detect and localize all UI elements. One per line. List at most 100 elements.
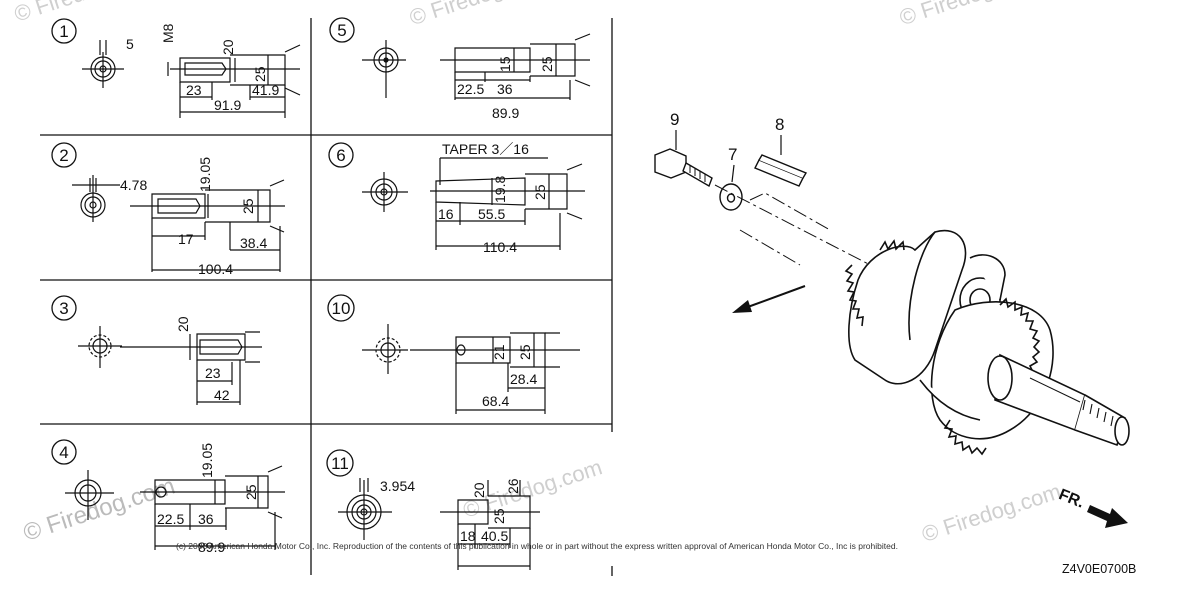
- panel-number: 5: [337, 21, 346, 40]
- panel-number-circle: [328, 142, 354, 168]
- watermark-top-right: © Firedog.com: [896, 0, 1041, 30]
- part-ref-9: 9: [670, 110, 679, 129]
- dim-label: 25: [240, 198, 256, 214]
- dim-label: 26: [505, 478, 521, 494]
- dim-label: M8: [160, 23, 176, 43]
- dim-label: 20: [175, 316, 191, 332]
- shaft-side-view: [120, 331, 262, 405]
- shaft-end-view: [82, 40, 124, 88]
- panel-number-circle: [329, 17, 355, 43]
- direction-arrow: [732, 285, 806, 313]
- dim-label: 25: [539, 56, 555, 72]
- dim-label: 23: [186, 82, 202, 98]
- watermark-top-left: © Firedog.com: [11, 0, 156, 27]
- panel-4: 4 19.05 25 22.5 36 89.9: [51, 439, 285, 555]
- panel-1: 1 5 M8 20 25 23 41.9 91.9: [51, 18, 301, 118]
- dim-label: 20: [471, 482, 487, 498]
- copyright-notice: (c) 2008 American Honda Motor Co., Inc. …: [176, 541, 898, 551]
- part-ref-7: 7: [728, 145, 737, 164]
- spline-end-view: [78, 326, 122, 368]
- diagram-code: Z4V0E0700B: [1062, 562, 1137, 576]
- dim-label: 25: [243, 484, 259, 500]
- dim-label: 100.4: [198, 261, 233, 277]
- watermark-right: © Firedog.com: [919, 478, 1064, 546]
- panel-number-circle: [326, 449, 354, 477]
- panel-number: 2: [59, 146, 68, 165]
- panel-number: 11: [331, 454, 349, 473]
- dim-label: 20: [220, 39, 236, 55]
- panel-2: 2 4.78 19.05 25 17 38.4 100.4: [51, 142, 285, 277]
- front-arrow: FR.: [1056, 486, 1128, 528]
- panel-5: 5 15 25 22.5 36 89.9: [329, 17, 591, 121]
- dim-label: 22.5: [157, 511, 184, 527]
- dim-label: 25: [517, 344, 533, 360]
- dim-label: 4.78: [120, 177, 147, 193]
- dim-label: 19.8: [492, 176, 508, 203]
- dim-label: 55.5: [478, 206, 505, 222]
- dim-label: 25: [532, 184, 548, 200]
- panel-number-circle: [51, 295, 77, 321]
- panel-number: 10: [332, 299, 351, 318]
- key-part: [754, 154, 808, 187]
- shaft-end-view: [65, 470, 114, 520]
- panel-number-circle: [51, 142, 77, 168]
- dim-label: 22.5: [457, 81, 484, 97]
- dim-label: 18: [460, 528, 476, 544]
- spline-end-view: [362, 324, 408, 374]
- dim-label: 40.5: [481, 528, 508, 544]
- panel-number: 1: [59, 22, 68, 41]
- dim-label: 5: [126, 36, 134, 52]
- dim-label: 25: [491, 508, 507, 524]
- dim-label: 110.4: [483, 239, 517, 255]
- shaft-side-view: [410, 332, 580, 414]
- shaft-side-view: [130, 179, 285, 272]
- panel-number-circle: [51, 18, 77, 44]
- panel-number: 3: [59, 299, 68, 318]
- dim-label: 42: [214, 387, 230, 403]
- shaft-end-view: [362, 40, 406, 98]
- taper-label: TAPER 3／16: [442, 141, 529, 157]
- dim-label: 91.9: [214, 97, 241, 113]
- dim-label: 28.4: [510, 371, 537, 387]
- dim-label: 38.4: [240, 235, 267, 251]
- dim-label: 19.05: [197, 157, 213, 192]
- shaft-side-view: [140, 465, 285, 550]
- exploded-view: 9 7 8: [654, 110, 1130, 528]
- dim-label: 3.954: [380, 478, 415, 494]
- shaft-side-view: [430, 157, 585, 250]
- shaft-end-view: [362, 172, 408, 212]
- panel-6: 6 TAPER 3／16 19.8 25 16 55.5 110.4: [328, 141, 585, 255]
- dim-label: 21: [491, 344, 507, 360]
- shaft-side-view: [167, 44, 301, 118]
- dim-label: 36: [198, 511, 214, 527]
- panel-grid: [40, 18, 613, 576]
- shaft-end-view: [72, 175, 120, 222]
- panel-10: 10 21 25 28.4 68.4: [327, 294, 580, 414]
- dim-label: 23: [205, 365, 221, 381]
- shaft-side-view: [440, 33, 591, 100]
- bolt-part: [654, 148, 713, 188]
- dim-label: 15: [497, 56, 513, 72]
- panel-11: 11 3.954 20 26 25 18 40.5: [326, 449, 540, 570]
- watermark-top: © Firedog.com: [406, 0, 551, 30]
- panel-number-circle: [327, 294, 355, 322]
- dim-label: 16: [438, 206, 454, 222]
- crankshaft-part: [844, 229, 1130, 456]
- shaft-side-view: [440, 480, 540, 570]
- dim-label: 41.9: [252, 82, 279, 98]
- panel-number: 6: [336, 146, 345, 165]
- dim-label: 36: [497, 81, 513, 97]
- dim-label: 17: [178, 231, 194, 247]
- part-ref-8: 8: [775, 115, 784, 134]
- shaft-end-view: [338, 478, 392, 540]
- dim-label: 25: [252, 66, 268, 82]
- panel-number: 4: [59, 443, 68, 462]
- panel-3: 3 20 23 42: [51, 295, 262, 405]
- dim-label: 68.4: [482, 393, 509, 409]
- panel-number-circle: [51, 439, 77, 465]
- front-label: FR.: [1056, 486, 1086, 511]
- dim-label: 89.9: [492, 105, 519, 121]
- dim-label: 89.9: [198, 539, 225, 555]
- dim-label: 19.05: [199, 443, 215, 478]
